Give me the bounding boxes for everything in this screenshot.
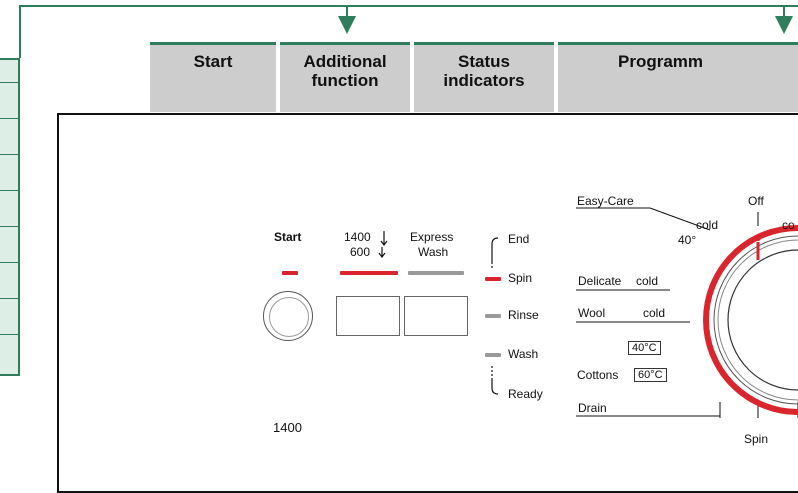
header-start: Start bbox=[150, 42, 276, 112]
dial-cottons: Cottons bbox=[577, 368, 619, 382]
arrow-down-additional bbox=[338, 16, 356, 34]
start-button[interactable] bbox=[263, 291, 313, 341]
dial-easy-care: Easy-Care bbox=[577, 194, 634, 208]
dial-drain: Drain bbox=[578, 401, 607, 415]
dial-temp-40: 40° bbox=[678, 233, 697, 247]
status-rinse: Rinse bbox=[508, 308, 539, 322]
dial-spin: Spin bbox=[744, 432, 769, 446]
spin-select-arrows-icon bbox=[378, 231, 388, 258]
display-value: 1400 bbox=[273, 420, 302, 435]
status-ready: Ready bbox=[508, 387, 543, 401]
programme-dial bbox=[576, 207, 798, 418]
dial-cold-1: cold bbox=[696, 218, 719, 232]
header-status-indicators: Status indicators bbox=[414, 42, 554, 112]
legend-table bbox=[0, 58, 20, 376]
dial-wool: Wool bbox=[578, 306, 606, 320]
express-wash-top: Express bbox=[410, 230, 454, 244]
express-wash-bottom: Wash bbox=[418, 245, 449, 259]
status-spin-lamp bbox=[485, 277, 501, 281]
express-wash-button[interactable] bbox=[404, 296, 468, 336]
spin-select-button[interactable] bbox=[336, 296, 400, 336]
dial-cold-2: co bbox=[782, 218, 795, 232]
header-additional-function: Additional function bbox=[280, 42, 410, 112]
dial-cold-3: cold bbox=[636, 274, 659, 288]
dial-cold-4: cold bbox=[643, 306, 666, 320]
status-bracket bbox=[491, 237, 499, 395]
status-wash: Wash bbox=[508, 347, 539, 361]
status-spin: Spin bbox=[508, 271, 533, 285]
header-programme: Programm bbox=[558, 42, 798, 112]
dial-off: Off bbox=[748, 194, 764, 208]
status-wash-lamp bbox=[485, 353, 501, 357]
dial-delicate: Delicate bbox=[578, 274, 622, 288]
status-rinse-lamp bbox=[485, 314, 501, 318]
spin-select-bottom: 600 bbox=[350, 245, 371, 259]
status-end: End bbox=[508, 232, 530, 246]
spin-select-top: 1400 bbox=[344, 230, 371, 244]
arrow-down-programme bbox=[775, 16, 793, 34]
start-label: Start bbox=[274, 230, 302, 244]
spin-select-lamp bbox=[340, 271, 398, 275]
dial-tag-60: 60°C bbox=[634, 368, 667, 382]
dial-tag-40: 40°C bbox=[628, 341, 661, 355]
start-lamp bbox=[282, 271, 298, 275]
express-wash-lamp bbox=[408, 271, 464, 275]
